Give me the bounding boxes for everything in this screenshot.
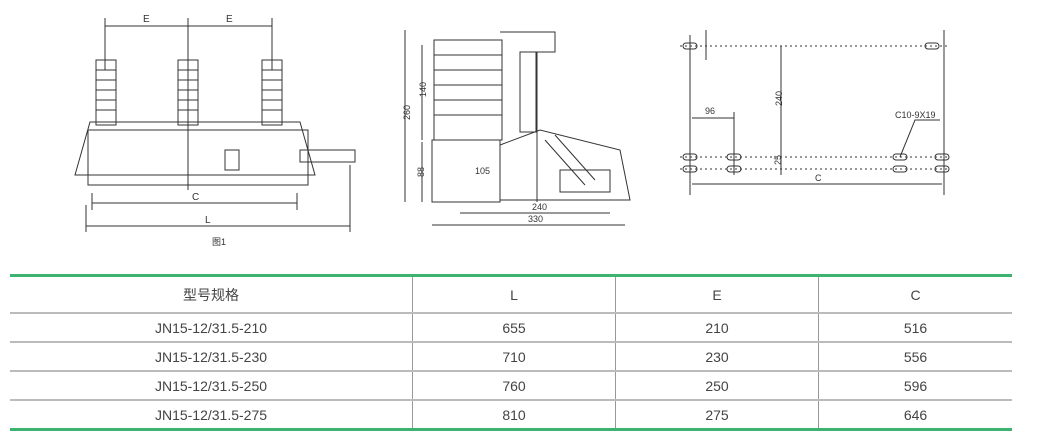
dim-label-c: C — [192, 192, 199, 203]
cell-model: JN15-12/31.5-230 — [10, 342, 413, 372]
cell-l: 655 — [412, 313, 616, 343]
table-row: JN15-12/31.5-275 810 275 646 — [10, 400, 1012, 430]
cell-model: JN15-12/31.5-210 — [10, 313, 413, 343]
cell-e: 275 — [615, 400, 819, 430]
cell-e: 250 — [615, 371, 819, 401]
dim-label-240: 240 — [774, 91, 784, 106]
cell-l: 710 — [412, 342, 616, 372]
header-c: C — [818, 275, 1012, 314]
dim-label-260: 260 — [402, 105, 412, 120]
cell-model: JN15-12/31.5-250 — [10, 371, 413, 401]
header-model: 型号规格 — [10, 275, 413, 314]
cell-c: 556 — [818, 342, 1012, 372]
figure-caption: 图1 — [212, 237, 226, 247]
dim-label-140: 140 — [418, 82, 428, 97]
dim-label-88: 88 — [416, 167, 426, 177]
hole-spec-label: C10-9X19 — [895, 110, 936, 120]
cell-e: 230 — [615, 342, 819, 372]
table-row: JN15-12/31.5-230 710 230 556 — [10, 342, 1012, 372]
dim-label-e: E — [226, 14, 233, 25]
cell-model: JN15-12/31.5-275 — [154, 406, 268, 423]
cell-c: 516 — [818, 313, 1012, 343]
dim-label-c: C — [815, 173, 822, 183]
dim-label-25: 25 — [773, 155, 783, 165]
mounting-hole-drawing: 96 240 25 C10-9X19 C — [680, 30, 950, 195]
dim-label-l: L — [205, 215, 211, 226]
table-row: JN15-12/31.5-210 655 210 516 — [10, 313, 1012, 343]
cell-e: 210 — [615, 313, 819, 343]
cell-l: 760 — [412, 371, 616, 401]
side-view-drawing: 260 140 88 105 240 330 — [402, 30, 631, 226]
table-header-row: 型号规格 L E C — [10, 275, 1012, 314]
dim-label-105: 105 — [475, 166, 490, 176]
spec-table: 型号规格 L E C JN15-12/31.5-210 655 210 516 … — [10, 274, 1012, 431]
header-e: E — [615, 275, 819, 314]
cell-c: 646 — [818, 400, 1012, 430]
dim-label-330: 330 — [528, 214, 543, 224]
dim-label-240: 240 — [532, 202, 547, 212]
dim-label-96: 96 — [705, 106, 715, 116]
table-row: JN15-12/31.5-250 760 250 596 — [10, 371, 1012, 401]
cell-c: 596 — [818, 371, 1012, 401]
front-view-drawing: E E C L 图1 — [74, 14, 356, 247]
dim-label-e: E — [143, 14, 150, 25]
header-l: L — [412, 275, 616, 314]
cell-l: 810 — [412, 400, 616, 430]
mounting-hole — [682, 42, 950, 173]
technical-drawings: E E C L 图1 260 140 88 105 240 330 — [74, 14, 950, 247]
